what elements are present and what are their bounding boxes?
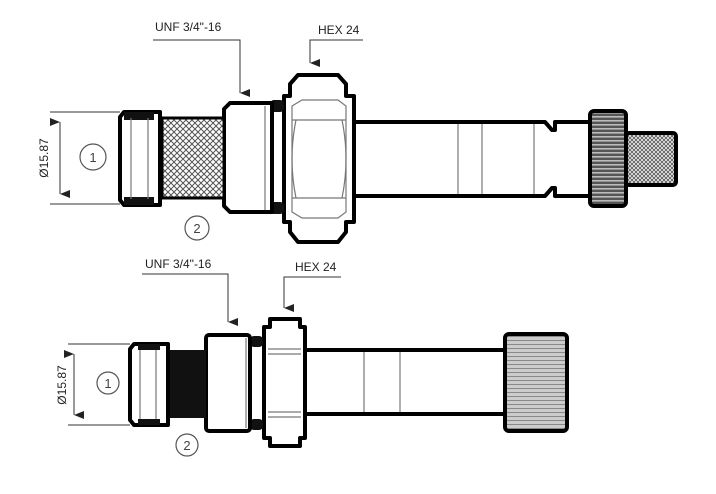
bottom-shaft: [300, 348, 509, 416]
bottom-hex-label: HEX 24: [295, 260, 337, 274]
top-filter-tip: [624, 131, 678, 187]
svg-text:1: 1: [104, 376, 111, 391]
top-seal-cartridge: [118, 110, 162, 207]
top-knurled-cap: [588, 109, 628, 208]
bottom-threaded-body: [204, 333, 252, 433]
top-thread-label: UNF 3/4"-16: [155, 20, 222, 34]
bottom-hex-callout: HEX 24: [283, 260, 341, 312]
top-callout-2: 2: [184, 215, 210, 241]
top-mesh-screen: [160, 116, 226, 200]
top-hex-label: HEX 24: [318, 23, 360, 37]
top-hex-nut: [282, 73, 356, 244]
bottom-knurled-cap: [503, 332, 569, 433]
top-hex-callout: HEX 24: [309, 23, 363, 67]
bottom-thread-section: [168, 350, 206, 418]
top-thread-callout: UNF 3/4"-16: [153, 20, 250, 97]
bottom-thread-label: UNF 3/4"-16: [145, 257, 212, 271]
top-shaft: [348, 120, 594, 198]
svg-text:2: 2: [193, 221, 200, 236]
bottom-callout-2: 2: [175, 433, 199, 457]
bottom-callout-1: 1: [96, 371, 120, 395]
bottom-thread-callout: UNF 3/4"-16: [142, 257, 238, 326]
bottom-diameter-dimension: Ø15.87: [55, 343, 130, 426]
top-threaded-body: [222, 101, 274, 214]
bottom-diameter-label: Ø15.87: [55, 365, 69, 405]
svg-text:2: 2: [183, 438, 190, 453]
bottom-hex-nut: [262, 317, 307, 448]
top-diameter-dimension: Ø15.87: [37, 111, 120, 205]
bottom-oring-lower: [250, 419, 263, 430]
bottom-oring-upper: [250, 336, 263, 347]
bottom-view: Ø15.87 UNF 3/4"-16 HEX 24 1 2: [55, 257, 569, 457]
svg-text:1: 1: [89, 150, 96, 165]
top-diameter-label: Ø15.87: [37, 138, 51, 178]
bottom-seal-cartridge: [128, 342, 170, 427]
top-callout-1: 1: [79, 143, 107, 171]
top-view: Ø15.87 UNF 3/4"-16 HEX 24 1 2: [37, 20, 678, 244]
